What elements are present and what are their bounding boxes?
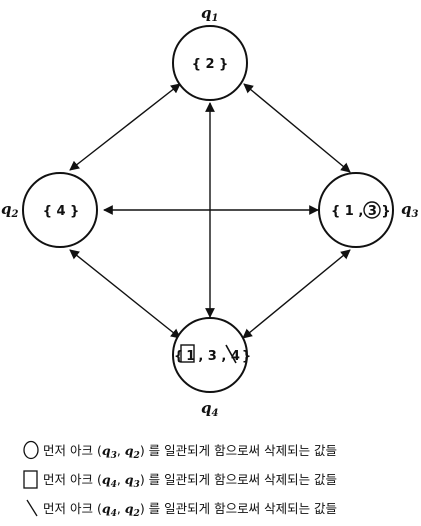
- node-q2-label: q2: [1, 200, 19, 220]
- node-q3-domain: { 1 , 3 }: [331, 204, 391, 219]
- legend-square-marker: [23, 470, 38, 489]
- square-marker-on-1: [180, 344, 195, 363]
- edge-q3-q4: [242, 249, 351, 339]
- node-q4: {1, 3 , 4}: [172, 317, 251, 393]
- circled-value-3: 3: [368, 204, 377, 219]
- node-q1: { 2 }: [172, 25, 248, 101]
- edge-q1-q3: [243, 83, 351, 173]
- boxed-value-1: 1: [186, 349, 195, 364]
- struck-value-4: 4: [231, 349, 240, 364]
- node-q1-domain: { 2 }: [192, 57, 229, 72]
- legend: 먼저 아크 (q3, q2) 를 일관되게 함으로써 삭제되는 값들 먼저 아크…: [23, 440, 337, 519]
- node-q2: { 4 }: [22, 172, 98, 248]
- edge-q1-q2: [69, 83, 181, 171]
- slash-marker-on-4: [225, 344, 237, 364]
- circle-marker-on-3: [363, 201, 381, 219]
- svg-text:먼저 아크 (q4, q2) 를 일관되게 함으로써 삭제되: 먼저 아크 (q4, q2) 를 일관되게 함으로써 삭제되는 값들: [43, 501, 337, 519]
- node-q4-domain: {1, 3 , 4}: [174, 349, 251, 364]
- node-q2-domain: { 4 }: [43, 204, 80, 219]
- node-q3: { 1 , 3 }: [318, 172, 394, 248]
- svg-text:먼저 아크 (q4, q3) 를 일관되게 함으로써 삭제되: 먼저 아크 (q4, q3) 를 일관되게 함으로써 삭제되는 값들: [43, 472, 337, 490]
- legend-item-circle: 먼저 아크 (q3, q2) 를 일관되게 함으로써 삭제되는 값들: [23, 440, 337, 461]
- legend-slash-marker: [26, 499, 38, 517]
- node-q3-label: q3: [401, 200, 419, 220]
- svg-text:먼저 아크 (q3, q2) 를 일관되게 함으로써 삭제되: 먼저 아크 (q3, q2) 를 일관되게 함으로써 삭제되는 값들: [43, 443, 337, 461]
- edge-q2-q4: [69, 249, 181, 339]
- node-q4-label: q4: [201, 399, 219, 419]
- legend-item-square: 먼저 아크 (q4, q3) 를 일관되게 함으로써 삭제되는 값들: [23, 470, 337, 490]
- legend-item-slash: 먼저 아크 (q4, q2) 를 일관되게 함으로써 삭제되는 값들: [26, 499, 337, 519]
- legend-circle-marker: [23, 440, 39, 460]
- node-q1-label: q1: [201, 4, 218, 24]
